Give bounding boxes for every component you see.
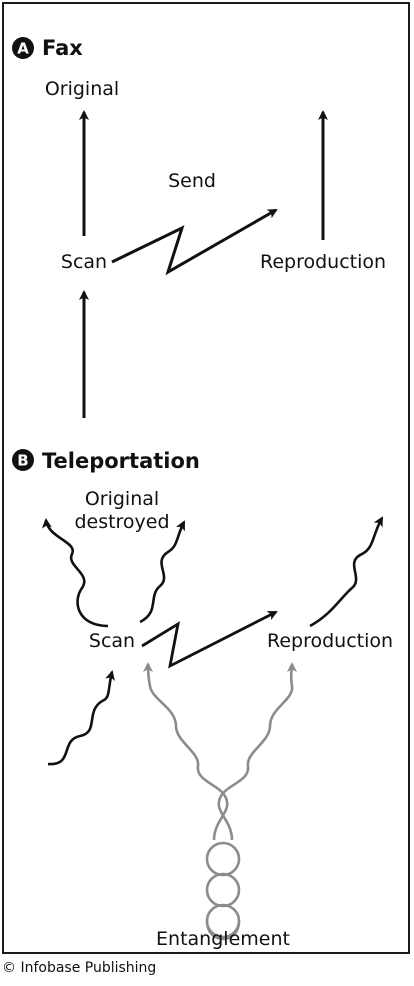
entangled-wave-to-scan-arrow: [143, 662, 229, 841]
panel-a-title: Fax: [42, 36, 83, 60]
fax-scan-label: Scan: [61, 251, 107, 273]
input-wave-to-scan-arrow: [47, 670, 115, 766]
panel-b-title: Teleportation: [42, 449, 200, 473]
panel-a-header: A Fax: [12, 36, 83, 60]
teleport-send-signal-arrow: [141, 610, 278, 669]
figure-frame: [2, 2, 410, 954]
panel-b-header: B Teleportation: [12, 449, 200, 473]
reproduction-out-wave-arrow: [309, 516, 384, 628]
teleport-scan-label: Scan: [89, 630, 135, 652]
fax-reproduction-label: Reproduction: [260, 251, 386, 273]
teleport-original-label-line2: destroyed: [74, 511, 169, 533]
entangled-pair-chain-icon: [205, 841, 241, 941]
destroyed-wave-right-arrow: [139, 520, 186, 624]
badge-a-icon: [12, 37, 34, 59]
teleport-original-label-line1: Original: [85, 488, 159, 510]
fax-original-label: Original: [45, 78, 119, 100]
badge-b-label: B: [17, 452, 28, 470]
badge-b-icon: [12, 449, 34, 471]
entangled-wave-to-reproduction-arrow: [217, 662, 297, 841]
publisher-credit: © Infobase Publishing: [2, 960, 157, 976]
badge-a-label: A: [17, 40, 29, 58]
fax-send-signal-arrow: [111, 208, 278, 276]
fax-send-label: Send: [168, 170, 216, 192]
destroyed-wave-left-arrow: [41, 518, 109, 628]
entanglement-label: Entanglement: [156, 928, 290, 950]
teleport-reproduction-label: Reproduction: [267, 630, 393, 652]
